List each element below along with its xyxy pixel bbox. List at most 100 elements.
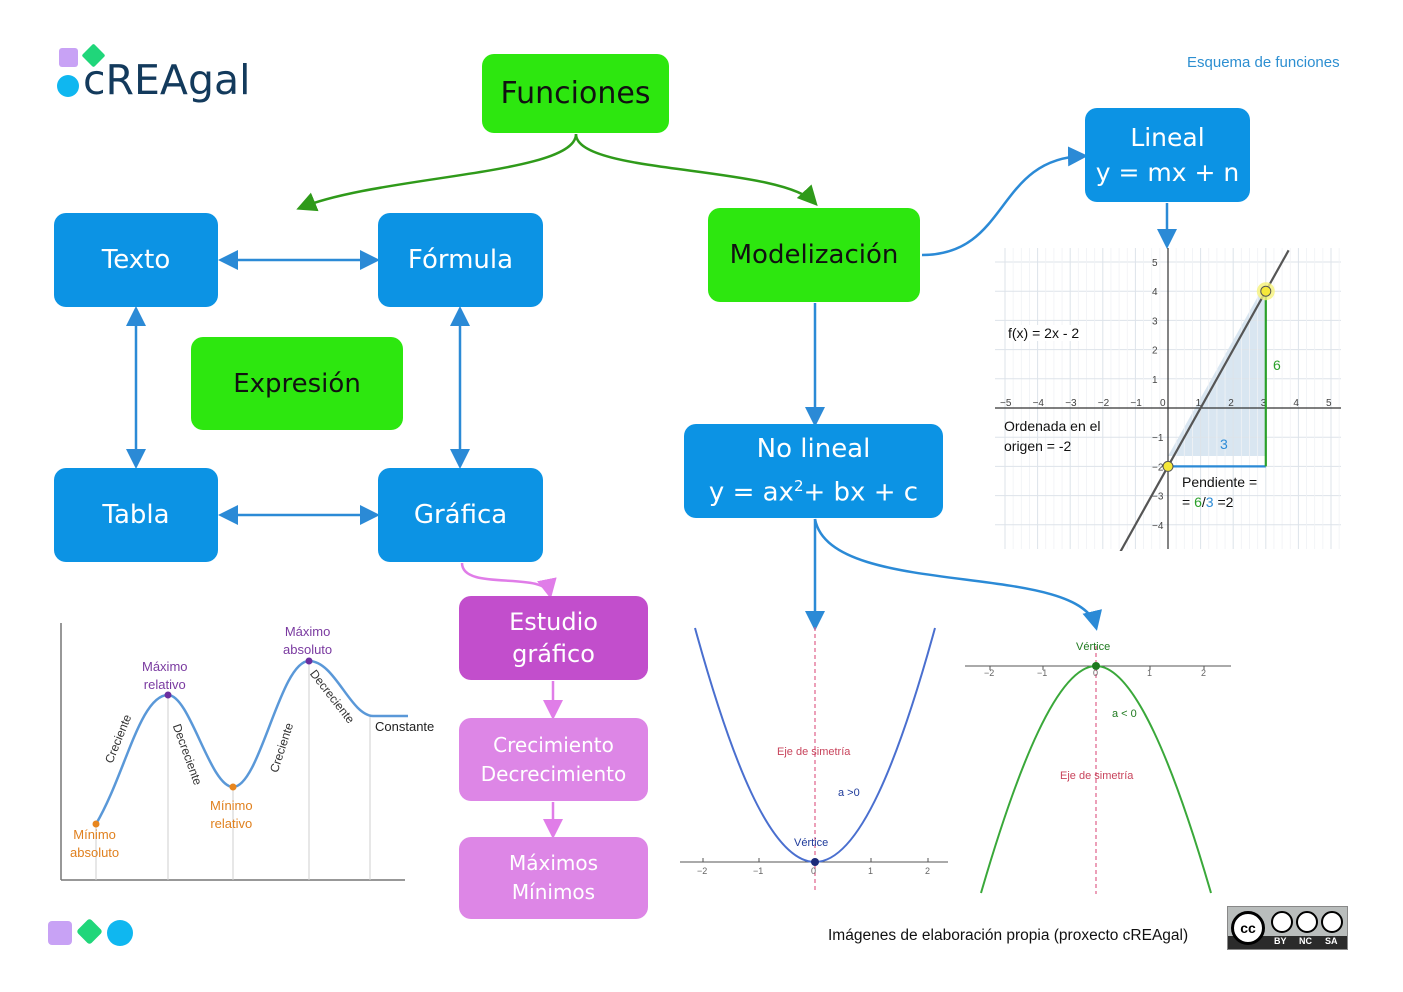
node-tabla[interactable]: Tabla: [54, 468, 218, 562]
node-grafica-label: Gráfica: [413, 500, 508, 530]
node-lineal-formula: y = mx + n: [1095, 158, 1240, 187]
x-tick-label: 3: [1261, 398, 1267, 409]
lin-rise-label: 6: [1273, 357, 1281, 373]
y-tick-label: 3: [1152, 316, 1158, 327]
node-estudio-line2: gráfico: [512, 640, 595, 668]
x-tick-label: 2: [1228, 398, 1234, 409]
cc-sa-label: SA: [1325, 936, 1338, 946]
constante-label: Constante: [375, 719, 435, 734]
node-modelizacion[interactable]: Modelización: [708, 208, 920, 302]
logo: cREAgal: [56, 44, 276, 114]
y-tick-label: −5: [1152, 550, 1164, 551]
cc-nc-label: NC: [1299, 936, 1312, 946]
node-nolineal-formula: y = ax2+ bx + c: [708, 476, 919, 508]
parabola-down-tick-1: −2: [984, 668, 995, 678]
lin-run-label: 3: [1220, 436, 1228, 452]
parabola-up-tick-5: 2: [925, 866, 931, 876]
node-funciones[interactable]: Funciones: [482, 54, 669, 133]
parabola-up: Eje de simetría a >0 Vértice −2 −1 0 1 2: [680, 625, 950, 890]
parabola-up-vertice: Vértice: [794, 837, 829, 849]
node-estudio-line1: Estudio: [509, 608, 598, 636]
node-texto-label: Texto: [101, 245, 171, 275]
lin-fx-label: f(x) = 2x - 2: [1008, 325, 1080, 341]
node-lineal-title: Lineal: [1130, 123, 1205, 152]
y-tick-label: 5: [1152, 258, 1158, 269]
parabola-up-a: a >0: [838, 787, 860, 799]
x-tick-label: −4: [1033, 398, 1045, 409]
x-tick-label: 0: [1160, 398, 1166, 409]
parabola-down-svg: [965, 646, 1231, 894]
node-modelizacion-label: Modelización: [729, 240, 899, 270]
parabola-up-svg: [680, 627, 948, 890]
cc-by-icon: [1271, 911, 1293, 933]
node-formula-label: Fórmula: [407, 245, 514, 275]
y-tick-label: −1: [1152, 433, 1164, 444]
point-intercept: [1162, 460, 1174, 472]
node-funciones-label: Funciones: [500, 76, 651, 111]
node-estudio[interactable]: Estudio gráfico: [459, 596, 648, 680]
footer-credit: Imágenes de elaboración propia (proxecto…: [828, 927, 1189, 944]
x-tick-label: −5: [1000, 398, 1012, 409]
parabola-up-tick-1: −2: [697, 866, 708, 876]
x-tick-label: −1: [1130, 398, 1142, 409]
node-crecimiento-line1: Crecimiento: [493, 732, 614, 757]
node-grafica[interactable]: Gráfica: [378, 468, 543, 562]
function-line: [1118, 249, 1290, 555]
lin-pendiente-label: Pendiente = = 6/3 =2: [1182, 474, 1258, 510]
cc-by-label: BY: [1274, 936, 1287, 946]
cc-sa-icon: [1321, 911, 1343, 933]
cc-icon: cc: [1231, 911, 1265, 945]
parabola-down: Vértice a < 0 Eje de simetría −2 −1 0 1 …: [963, 636, 1233, 896]
node-expresion-label: Expresión: [233, 368, 361, 399]
node-lineal[interactable]: Lineal y = mx + n: [1085, 108, 1250, 202]
y-tick-label: 2: [1152, 346, 1158, 357]
parabola-up-tick-2: −1: [753, 866, 764, 876]
parabola-up-tick-4: 1: [868, 866, 874, 876]
parabola-down-tick-5: 2: [1201, 668, 1207, 678]
graph-study-svg: [60, 623, 408, 881]
x-tick-label: −3: [1065, 398, 1077, 409]
y-tick-label: −3: [1152, 492, 1164, 503]
node-tabla-label: Tabla: [102, 500, 170, 530]
node-expresion[interactable]: Expresión: [191, 337, 403, 430]
header-label: Esquema de funciones: [1187, 54, 1340, 71]
node-formula[interactable]: Fórmula: [378, 213, 543, 307]
footer-logo: [46, 917, 146, 949]
logo-text: cREAgal: [83, 56, 251, 104]
parabola-down-a: a < 0: [1112, 708, 1137, 720]
parabola-down-tick-3: 0: [1093, 668, 1099, 678]
parabola-down-vertice: Vértice: [1076, 641, 1111, 653]
node-nolineal-title: No lineal: [756, 433, 871, 464]
x-tick-label: 5: [1326, 398, 1332, 409]
node-maximos-line2: Mínimos: [511, 880, 596, 904]
y-tick-label: 1: [1152, 375, 1158, 386]
node-maximos[interactable]: Máximos Mínimos: [459, 837, 648, 919]
node-nolineal[interactable]: No lineal y = ax2+ bx + c: [684, 424, 943, 518]
cc-license-badge[interactable]: cc BY NC SA: [1227, 906, 1348, 950]
node-maximos-line1: Máximos: [508, 851, 599, 875]
x-tick-label: 4: [1293, 398, 1299, 409]
parabola-down-tick-2: −1: [1037, 668, 1048, 678]
parabola-down-tick-4: 1: [1147, 668, 1153, 678]
cc-nc-icon: [1296, 911, 1318, 933]
node-crecimiento-line2: Decrecimiento: [480, 761, 627, 786]
y-tick-label: −2: [1152, 462, 1164, 473]
node-crecimiento[interactable]: Crecimiento Decrecimiento: [459, 718, 648, 801]
footer-shapes-icon: [48, 919, 133, 946]
x-tick-label: −2: [1098, 398, 1110, 409]
y-tick-label: −4: [1152, 521, 1164, 532]
logo-icon: [57, 44, 105, 97]
point-end: [1260, 285, 1272, 297]
parabola-up-eje: Eje de simetría: [777, 746, 851, 758]
node-texto[interactable]: Texto: [54, 213, 218, 307]
parabola-down-eje: Eje de simetría: [1060, 770, 1134, 782]
